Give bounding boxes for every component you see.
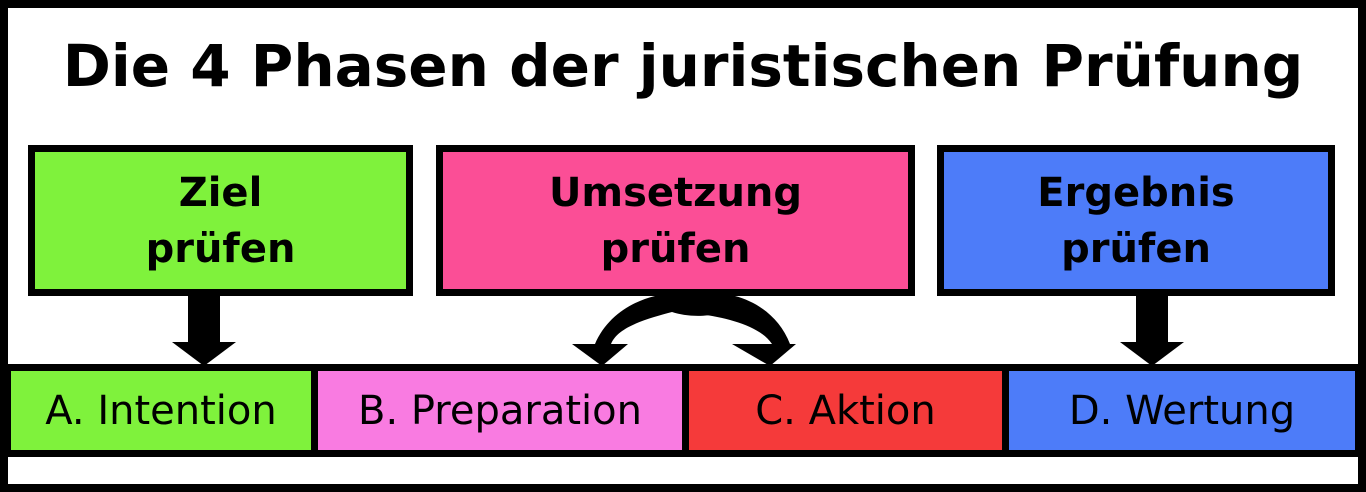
phase-a-label: A. Intention	[45, 387, 277, 434]
box-ziel-pruefen: Ziel prüfen	[28, 145, 413, 296]
phase-b-preparation: B. Preparation	[318, 371, 689, 450]
phase-a-intention: A. Intention	[11, 371, 318, 450]
box-umsetzung-line2: prüfen	[600, 225, 751, 272]
box-umsetzung-pruefen: Umsetzung prüfen	[436, 145, 915, 296]
phase-b-label: B. Preparation	[358, 387, 642, 434]
phase-bar: A. Intention B. Preparation C. Aktion D.…	[4, 364, 1362, 457]
phase-d-label: D. Wertung	[1068, 387, 1296, 434]
box-ziel-line1: Ziel	[178, 169, 263, 216]
box-ziel-line2: prüfen	[145, 225, 296, 272]
phase-c-label: C. Aktion	[755, 387, 936, 434]
box-ergebnis-line2: prüfen	[1061, 225, 1211, 272]
diagram-title: Die 4 Phasen der juristischen Prüfung	[62, 32, 1304, 100]
box-ergebnis-line1: Ergebnis	[1037, 169, 1235, 216]
phase-d-wertung: D. Wertung	[1009, 371, 1355, 450]
box-umsetzung-line1: Umsetzung	[548, 169, 803, 216]
phase-c-aktion: C. Aktion	[689, 371, 1009, 450]
box-ergebnis-pruefen: Ergebnis prüfen	[937, 145, 1335, 296]
